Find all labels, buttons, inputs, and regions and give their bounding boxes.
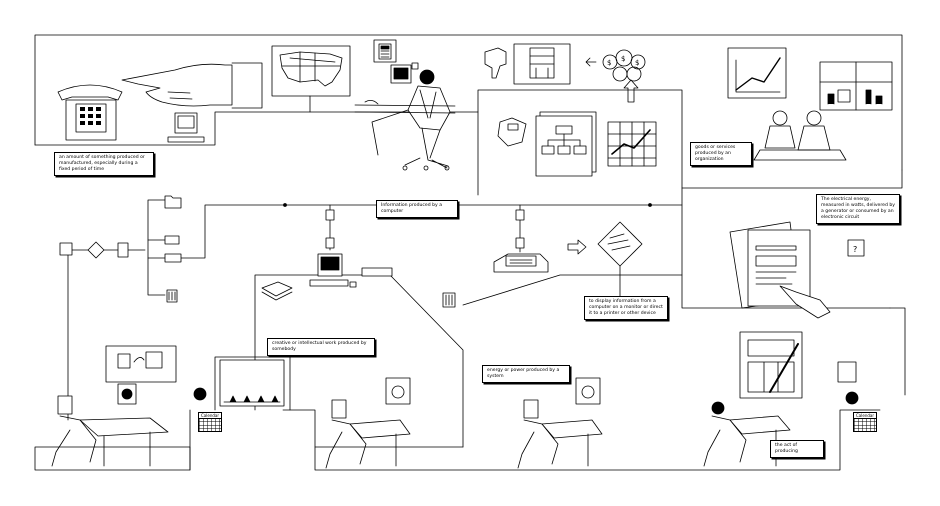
calendar-label: Calendar [199, 413, 221, 419]
definition-electrical-energy: The electrical energy, measured in watts… [816, 194, 900, 224]
folder-icon [164, 195, 182, 209]
definition-act-of-producing: the act of producing [770, 440, 824, 458]
arrow-icon [567, 239, 587, 255]
drafting-person-icon [517, 377, 603, 469]
drafting-person-icon [325, 377, 411, 469]
network-node-icon [59, 241, 129, 259]
calculator-icon [373, 39, 397, 63]
computer-icon [309, 253, 393, 288]
plug-icon [283, 203, 652, 249]
document-icon [535, 111, 597, 177]
definition-display-info: to display information from a computer o… [584, 296, 668, 320]
document-icon [597, 221, 643, 297]
calendar-label: Calendar [854, 413, 876, 419]
pointing-hand-icon [121, 62, 263, 109]
trash-icon [166, 289, 178, 303]
thumbs-down-icon [484, 47, 507, 79]
meeting-scene [727, 47, 893, 161]
definition-creative-work: creative or intellectual work produced b… [267, 338, 375, 356]
us-map-icon [271, 45, 351, 113]
computer-icon [167, 112, 205, 143]
svg-text:$: $ [607, 59, 611, 67]
definition-goods-services: goods or services produced by an organiz… [690, 142, 752, 166]
definition-computer-info: Information produced by a computer [376, 200, 458, 218]
window-scene [219, 359, 285, 407]
businessman-icon [354, 62, 456, 171]
calendar-icon: Calendar [198, 412, 222, 432]
chart-icon [607, 121, 657, 167]
store-icon [513, 43, 571, 85]
telephone-icon [57, 84, 123, 141]
trash-icon [442, 292, 456, 308]
printer-icon [164, 235, 182, 263]
definition-energy-power: energy or power produced by a system [482, 365, 570, 383]
svg-text:$: $ [635, 59, 639, 67]
arrow-icon [585, 57, 597, 67]
money-bags-icon: $ $ $ [602, 49, 646, 103]
printer-icon [493, 253, 549, 273]
paper-stack-icon [261, 281, 293, 301]
svg-text:$: $ [621, 55, 625, 63]
floppy-disk-icon [497, 117, 527, 147]
document-stack: ? [729, 221, 865, 319]
room-outlines [34, 34, 906, 471]
drafting-person-icon [51, 345, 207, 467]
definition-output-amount: an amount of something produced or manuf… [54, 152, 154, 176]
svg-text:?: ? [853, 245, 857, 254]
calendar-icon: Calendar [853, 412, 877, 432]
drafting-person-icon [703, 331, 859, 467]
